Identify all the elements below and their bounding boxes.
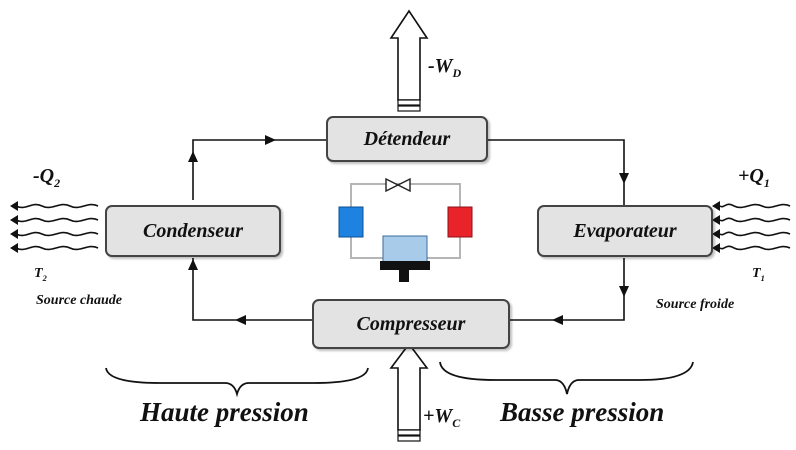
detendeur-box: Détendeur [326, 116, 488, 162]
heat-in-label: +Q1 [738, 165, 770, 190]
mini-motor-shaft [399, 270, 409, 282]
heat-in-waves [719, 203, 791, 251]
mini-cold-block [338, 206, 364, 238]
heat-in-arrowheads [712, 201, 720, 253]
flow-arrow-right [265, 135, 276, 145]
hot-temperature-label: T2 [34, 266, 47, 283]
hot-source-label: Source chaude [36, 293, 122, 308]
line-evaporator-to-compressor [510, 258, 625, 321]
mini-schematic-icon [338, 177, 473, 282]
mini-compressor-block [382, 235, 428, 263]
condenseur-box: Condenseur [105, 205, 281, 257]
evaporateur-box: Evaporateur [537, 205, 713, 257]
heat-out-waves [15, 203, 99, 251]
heat-out-arrowheads [10, 201, 18, 253]
brace-low-pressure [439, 361, 694, 395]
line-detendeur-to-evaporator [488, 139, 625, 205]
work-out-arrow [389, 9, 429, 112]
mini-valve-icon [385, 177, 411, 193]
flow-arrow-up [188, 151, 198, 162]
flow-arrow-left-right [552, 315, 563, 325]
flow-arrow-up-left [188, 259, 198, 270]
flow-arrows [188, 135, 629, 325]
cold-temperature-label: T1 [752, 266, 765, 283]
flow-arrow-down-lower [619, 286, 629, 297]
high-pressure-label: Haute pression [140, 397, 309, 427]
flow-arrow-left-left [235, 315, 246, 325]
brace-high-pressure [105, 367, 369, 398]
mini-hot-block [447, 206, 473, 238]
heat-out-label: -Q2 [33, 165, 61, 190]
work-in-arrow [389, 342, 429, 442]
line-compressor-to-condenser [192, 258, 312, 321]
work-out-label: -WD [428, 55, 462, 80]
cold-source-label: Source froide [656, 297, 735, 312]
mini-motor-base [380, 261, 430, 270]
line-condenser-to-detendeur [192, 139, 326, 200]
work-in-label: +WC [423, 405, 461, 430]
compresseur-box: Compresseur [312, 299, 510, 349]
flow-arrow-down-right [619, 173, 629, 184]
low-pressure-label: Basse pression [500, 397, 665, 427]
